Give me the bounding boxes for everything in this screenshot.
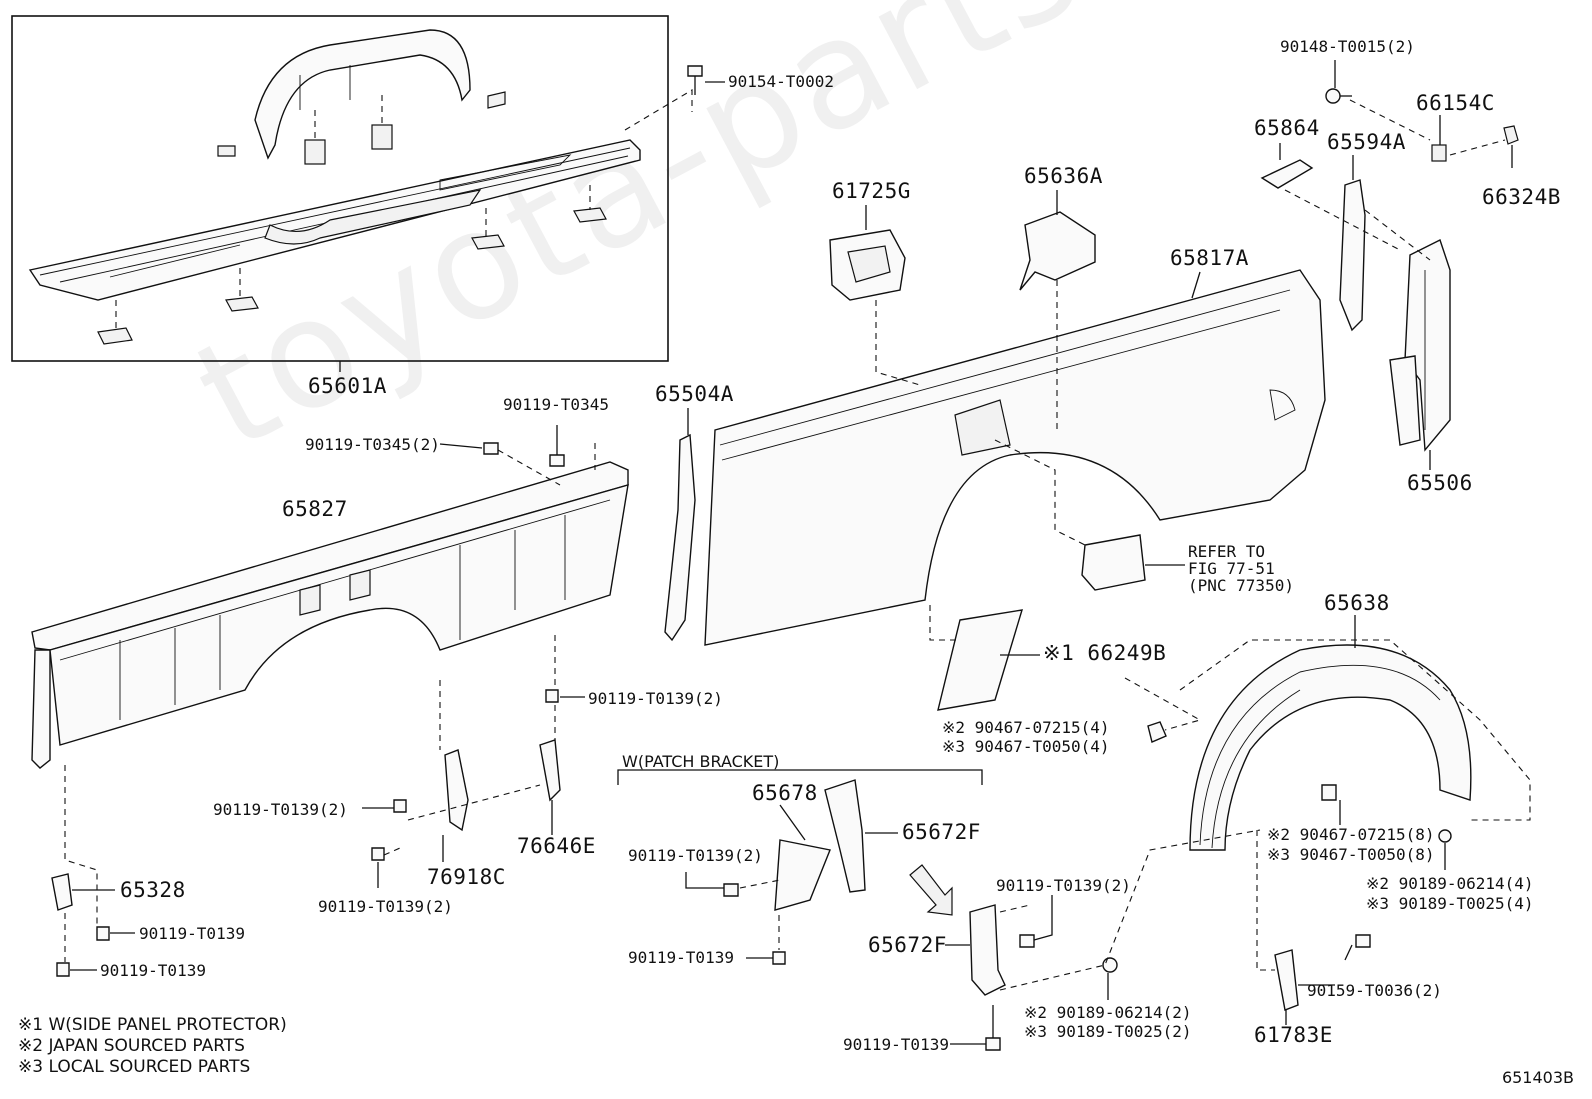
callout-65636A[interactable]: 65636A	[1024, 164, 1103, 188]
callout-66154C[interactable]: 66154C	[1416, 91, 1495, 115]
legend-item-1: ※1 W(SIDE PANEL PROTECTOR)	[18, 1015, 287, 1035]
callout-90148-T0015[interactable]: 90148-T0015(2)	[1280, 37, 1415, 56]
callout-90119-T0139-2-c[interactable]: 90119-T0139(2)	[628, 846, 763, 865]
part-wheelhouse-inset	[217, 29, 506, 165]
part-65864	[1260, 159, 1314, 189]
bolt-column-left	[56, 442, 565, 977]
callout-90467-07215-8[interactable]: ※2 90467-07215(8)	[1267, 825, 1435, 844]
part-65672F-lower	[969, 904, 1006, 996]
callout-65504A[interactable]: 65504A	[655, 382, 734, 406]
part-65328	[51, 873, 73, 911]
callout-90189-T0025-2[interactable]: ※3 90189-T0025(2)	[1024, 1022, 1192, 1041]
part-66324B	[1503, 125, 1519, 145]
callout-66249B[interactable]: ※1 66249B	[1043, 641, 1167, 665]
callout-90119-T0139-d[interactable]: 90119-T0139	[843, 1035, 949, 1054]
bolt-90154-T0002	[687, 65, 703, 95]
callout-90467-07215-4[interactable]: ※2 90467-07215(4)	[942, 718, 1110, 737]
part-fuel-lid	[1081, 534, 1146, 591]
part-65601A-floor	[28, 139, 641, 301]
part-65672F-upper	[824, 779, 866, 893]
part-65504A-strip	[664, 433, 696, 642]
legend: ※1 W(SIDE PANEL PROTECTOR) ※2 JAPAN SOUR…	[18, 1015, 287, 1078]
callout-65506[interactable]: 65506	[1407, 471, 1473, 495]
diagram-id: 651403B	[1501, 1068, 1574, 1087]
bolt-patch	[723, 883, 786, 965]
callout-90119-T0139-2-a[interactable]: 90119-T0139(2)	[588, 689, 723, 708]
clip-90467	[1147, 721, 1167, 743]
part-65827-front-panel	[31, 461, 629, 769]
part-61783E	[1274, 949, 1299, 1011]
callout-90119-T0345-2[interactable]: 90119-T0345(2)	[305, 435, 440, 454]
refer-note: REFER TO FIG 77-51 (PNC 77350)	[1188, 542, 1294, 595]
part-65594A-bracket	[1339, 179, 1366, 332]
callout-90119-T0139-a[interactable]: 90119-T0139	[139, 924, 245, 943]
callout-90159-T0036-2[interactable]: 90159-T0036(2)	[1307, 981, 1442, 1000]
callout-90119-T0139-b[interactable]: 90119-T0139	[100, 961, 206, 980]
callout-90119-T0139-2-e[interactable]: 90119-T0139(2)	[996, 876, 1131, 895]
inset-pads	[97, 207, 607, 345]
legend-item-3: ※3 LOCAL SOURCED PARTS	[18, 1057, 251, 1077]
part-65506-pillar	[1389, 239, 1451, 452]
callout-66324B[interactable]: 66324B	[1482, 185, 1561, 209]
callout-65601A[interactable]: 65601A	[308, 374, 387, 398]
callout-90467-T0050-8[interactable]: ※3 90467-T0050(8)	[1267, 845, 1435, 864]
callout-90189-06214-2[interactable]: ※2 90189-06214(2)	[1024, 1003, 1192, 1022]
part-76918C	[444, 749, 469, 832]
part-65638-liner	[1189, 644, 1472, 851]
legend-item-2: ※2 JAPAN SOURCED PARTS	[18, 1036, 245, 1056]
callout-65672F-a[interactable]: 65672F	[902, 820, 981, 844]
callout-65594A[interactable]: 65594A	[1327, 130, 1406, 154]
part-61725G-ring	[829, 229, 906, 301]
part-76646E	[539, 739, 561, 802]
callout-90119-T0345[interactable]: 90119-T0345	[503, 395, 609, 414]
callout-90119-T0139-2-b[interactable]: 90119-T0139(2)	[213, 800, 348, 819]
patch-bracket-group-label: W(PATCH BRACKET)	[622, 752, 780, 771]
part-65817A-side-panel	[704, 269, 1326, 646]
part-66154C	[1431, 144, 1447, 162]
callout-61725G[interactable]: 61725G	[832, 179, 911, 203]
callout-76646E[interactable]: 76646E	[517, 834, 596, 858]
part-65636A-bracket	[1019, 211, 1096, 291]
callout-65328[interactable]: 65328	[120, 878, 186, 902]
patch-group-bracket	[617, 769, 983, 785]
part-65678	[774, 839, 831, 911]
arrow-indicator	[909, 864, 953, 916]
bolt-90148-T0015	[1325, 88, 1352, 104]
callout-90189-06214-4[interactable]: ※2 90189-06214(4)	[1366, 874, 1534, 893]
callout-65678[interactable]: 65678	[752, 781, 818, 805]
callout-65827[interactable]: 65827	[282, 497, 348, 521]
callout-65864[interactable]: 65864	[1254, 116, 1320, 140]
part-66249B-protector	[937, 609, 1023, 711]
callout-65672F-b[interactable]: 65672F	[868, 933, 947, 957]
callout-90189-T0025-4[interactable]: ※3 90189-T0025(4)	[1366, 894, 1534, 913]
callout-90119-T0139-2-d[interactable]: 90119-T0139(2)	[318, 897, 453, 916]
callout-76918C[interactable]: 76918C	[427, 865, 506, 889]
bolt-lower-column	[985, 784, 1452, 1051]
callout-90467-T0050-4[interactable]: ※3 90467-T0050(4)	[942, 737, 1110, 756]
callout-90154-T0002[interactable]: 90154-T0002	[728, 72, 834, 91]
callout-61783E[interactable]: 61783E	[1254, 1023, 1333, 1047]
callout-65638[interactable]: 65638	[1324, 591, 1390, 615]
callout-90119-T0139-c[interactable]: 90119-T0139	[628, 948, 734, 967]
callout-65817A[interactable]: 65817A	[1170, 246, 1249, 270]
